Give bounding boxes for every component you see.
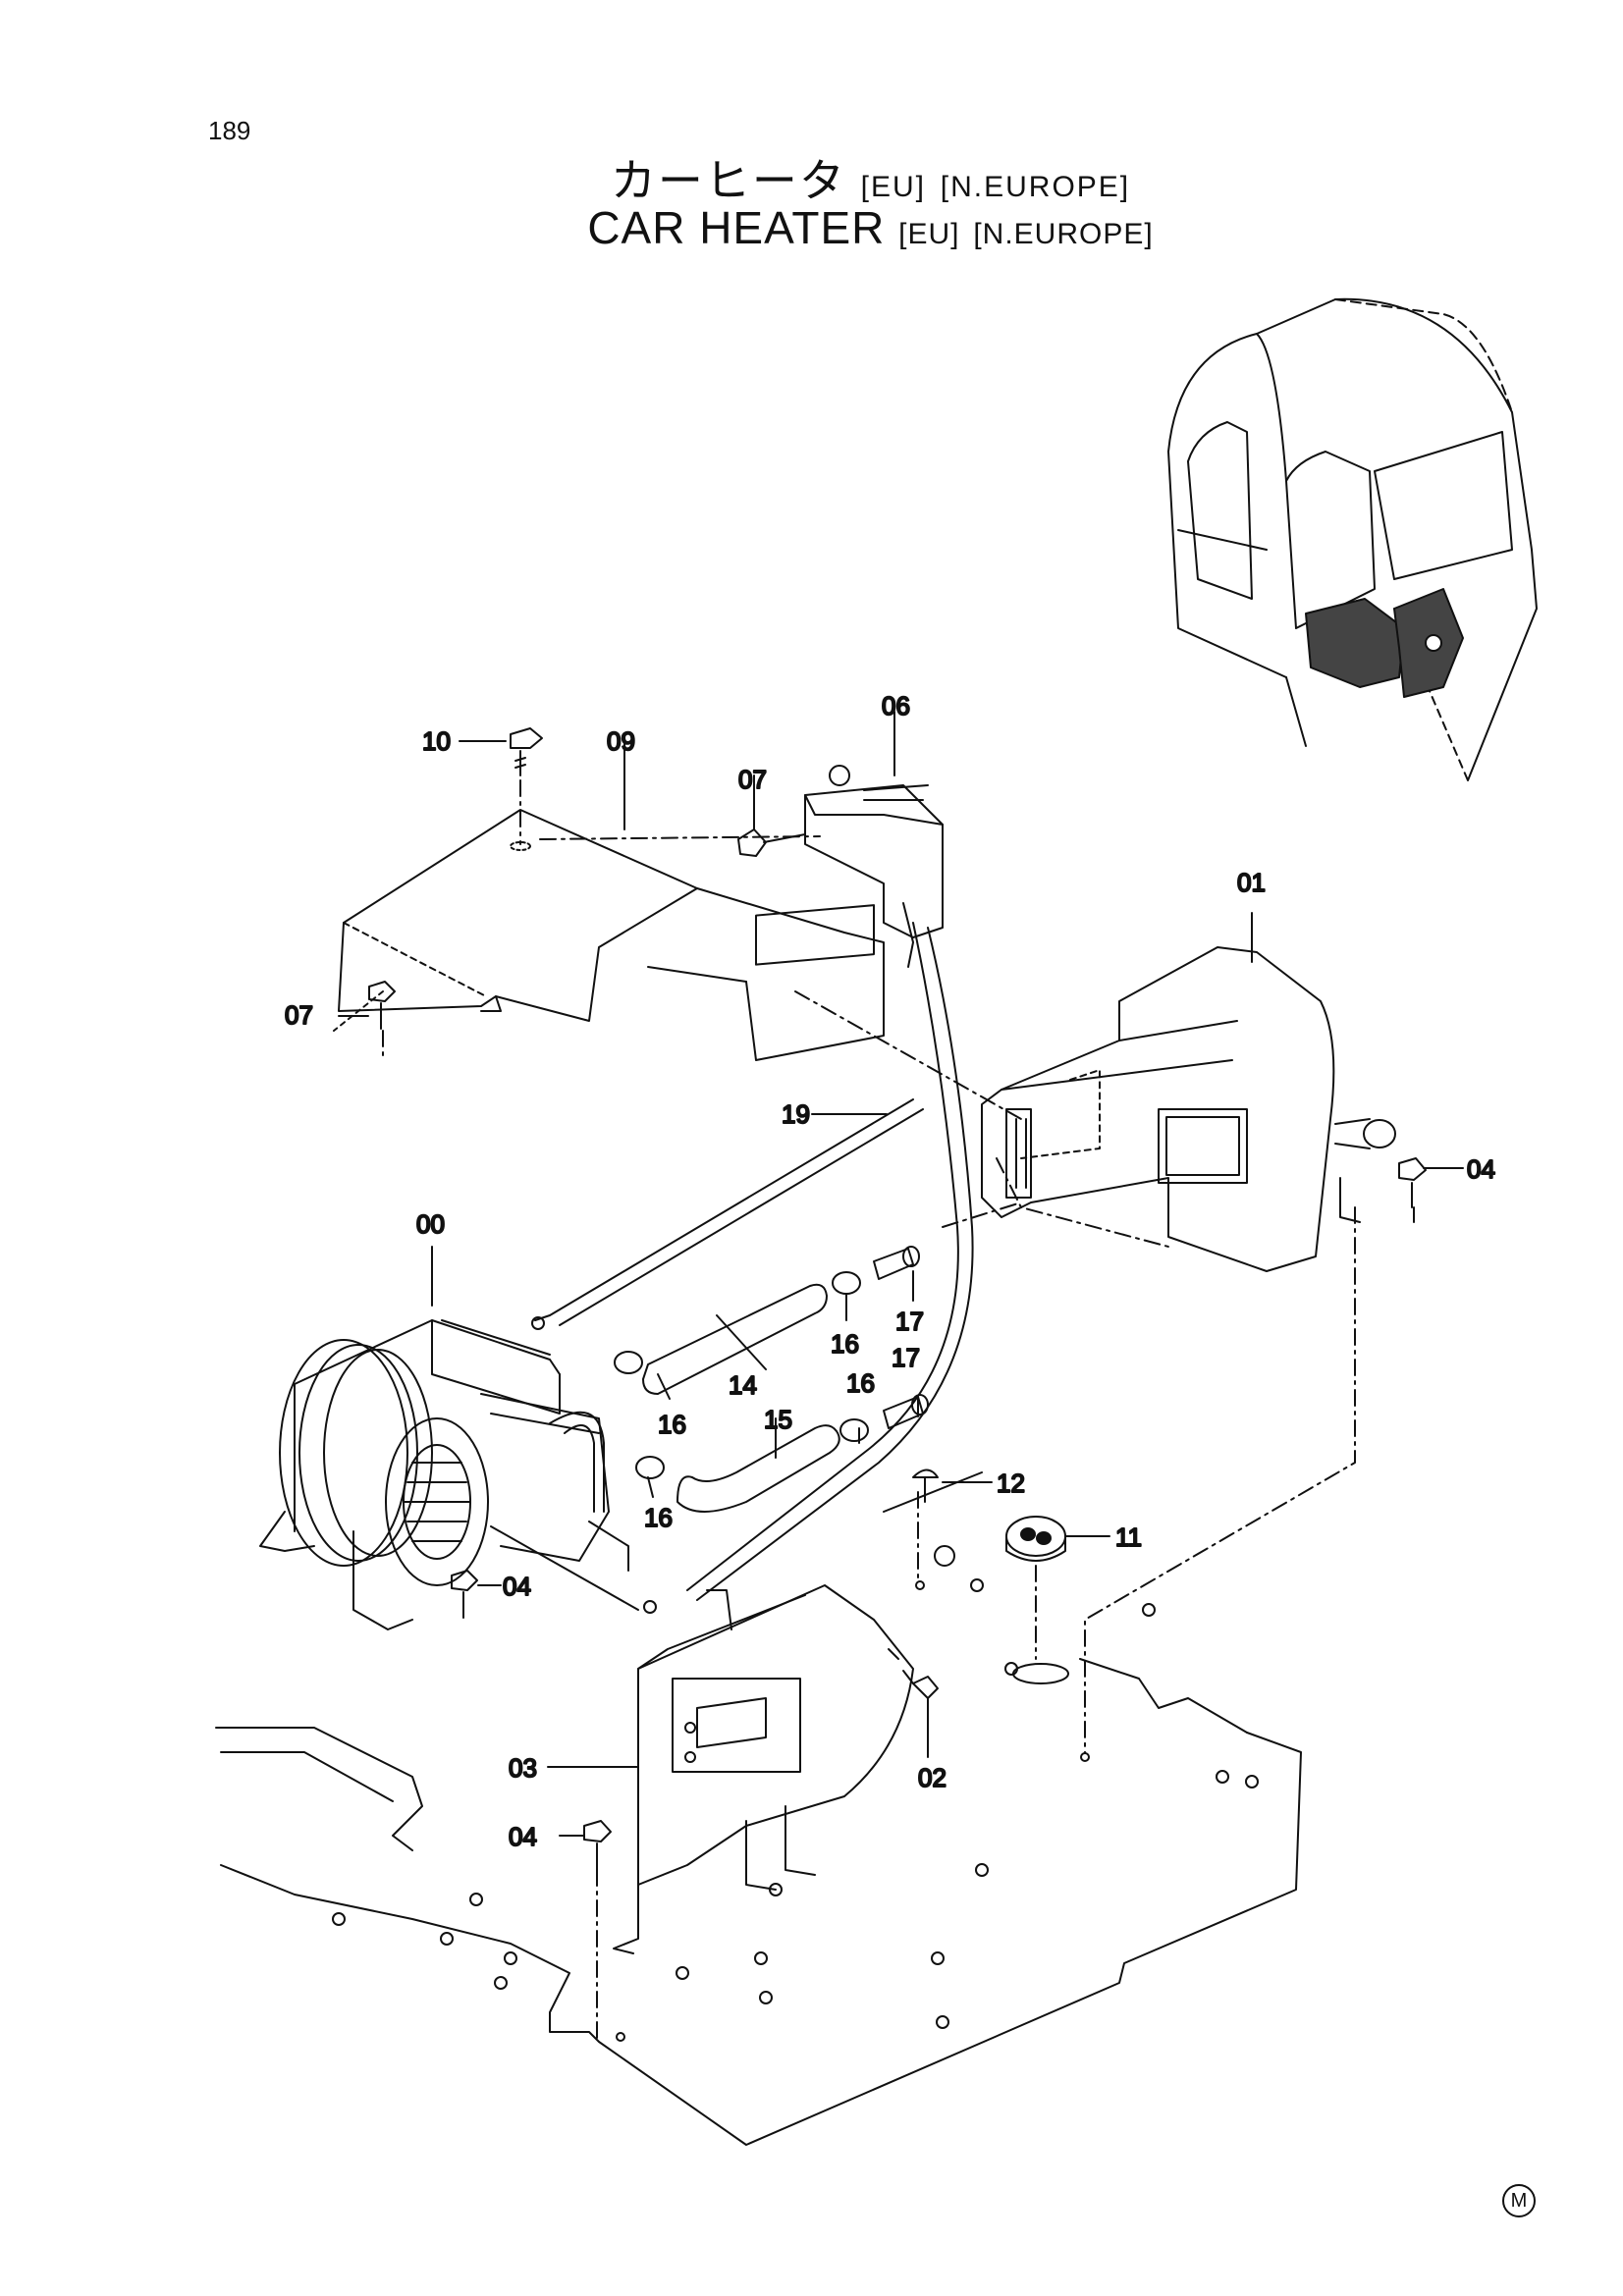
callout-09: 09 xyxy=(607,726,635,756)
title-japanese: カーヒータ [EU] [N.EUROPE] xyxy=(0,145,1623,210)
callout-01: 01 xyxy=(1237,868,1266,897)
screw-part-02 xyxy=(902,1670,939,1699)
bolt-part-04-lower xyxy=(583,1820,612,1871)
hose-clamps-part-16 xyxy=(614,1271,869,1479)
control-unit-part-06 xyxy=(804,765,944,968)
callout-04-right: 04 xyxy=(1467,1154,1495,1184)
callout-16-upper: 16 xyxy=(831,1329,859,1359)
callout-00: 00 xyxy=(416,1209,445,1239)
title-en-main: CAR HEATER xyxy=(587,202,886,253)
bolt-part-04-mid xyxy=(451,1570,478,1619)
callout-03: 03 xyxy=(509,1753,537,1783)
callout-15: 15 xyxy=(764,1405,792,1434)
page-number: 189 xyxy=(208,116,251,145)
callout-14: 14 xyxy=(729,1370,757,1400)
cab-overview-illustration xyxy=(1167,297,1538,781)
bracket-part-03 xyxy=(613,1584,914,1954)
heater-housing-part-01 xyxy=(981,946,1396,1272)
hose-parts-14-15 xyxy=(642,1283,840,1513)
callout-16-lower: 16 xyxy=(644,1503,673,1532)
title-jp-main: カーヒータ xyxy=(610,155,846,206)
callout-02: 02 xyxy=(918,1763,947,1792)
heater-unit-part-00 xyxy=(259,1319,639,1630)
bolt-part-04-right xyxy=(1398,1157,1427,1208)
bolt-part-07-left xyxy=(368,981,396,1030)
screw-part-12 xyxy=(912,1468,939,1503)
grommet-part-11 xyxy=(1005,1516,1066,1562)
callout-10: 10 xyxy=(422,726,451,756)
hose-fittings-part-17 xyxy=(873,1246,929,1429)
callout-16-left: 16 xyxy=(658,1410,686,1439)
callout-19: 19 xyxy=(782,1099,810,1129)
callout-07-upper: 07 xyxy=(738,765,767,794)
callout-07-left: 07 xyxy=(285,1000,313,1030)
callout-17-upper: 17 xyxy=(895,1307,924,1336)
title-jp-tag-region: [N.EUROPE] xyxy=(940,171,1131,203)
duct-part-09 xyxy=(333,809,885,1061)
bolt-part-10 xyxy=(510,727,543,776)
bolt-part-07-upper xyxy=(737,828,806,857)
callout-06: 06 xyxy=(882,691,910,721)
callout-11: 11 xyxy=(1115,1522,1142,1552)
callout-12: 12 xyxy=(997,1468,1025,1498)
assembly-guide-lines xyxy=(382,779,1415,2043)
callout-17-lower: 17 xyxy=(892,1343,920,1372)
floor-plate xyxy=(215,1471,1302,2146)
title-en-tag-region: [N.EUROPE] xyxy=(973,218,1154,250)
leader-lines xyxy=(338,711,1464,1837)
title-en-tag-eu: [EU] xyxy=(898,218,960,250)
callout-16-mid: 16 xyxy=(846,1368,875,1398)
catalog-mark: M xyxy=(1502,2184,1536,2217)
callout-04-lower: 04 xyxy=(509,1822,537,1851)
title-jp-tag-eu: [EU] xyxy=(860,171,926,203)
title-english: CAR HEATER [EU] [N.EUROPE] xyxy=(0,201,1623,254)
callout-04-mid: 04 xyxy=(503,1572,531,1601)
